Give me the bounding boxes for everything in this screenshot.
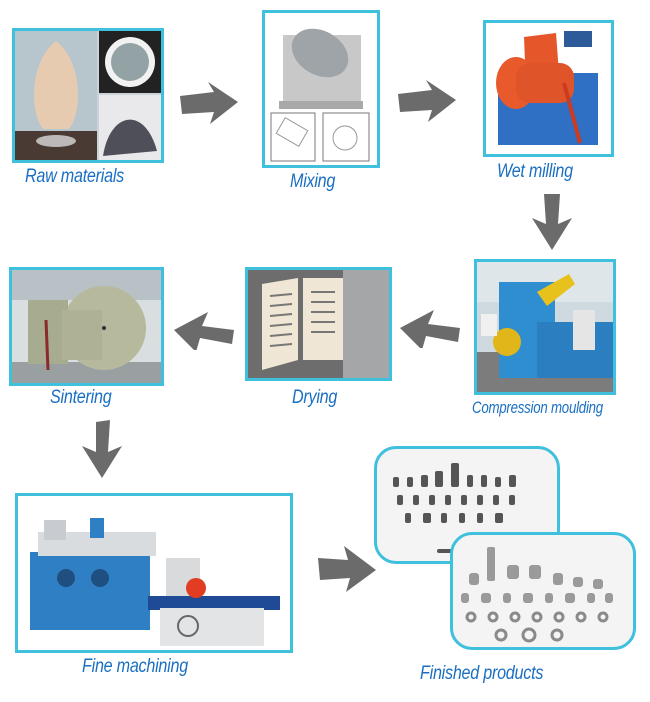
fine-machining-image [15,493,293,653]
arrow-down-icon [80,420,124,478]
mixing-image [262,10,380,168]
fine-machining-label: Fine machining [82,656,188,677]
compression-moulding-image [474,259,616,395]
arrow-right-icon [318,546,376,592]
finished-products-label: Finished products [420,663,544,684]
raw-materials-label: Raw materials [25,166,124,187]
sintering-label: Sintering [50,387,112,408]
compression-moulding-label: Compression moulding [472,398,603,417]
arrow-left-icon [174,304,234,350]
raw-materials-image [12,28,164,163]
finished-products-image-2 [450,532,636,650]
drying-label: Drying [292,387,338,408]
wet-milling-label: Wet milling [497,161,573,182]
drying-image [245,267,392,381]
arrow-left-icon [400,302,460,348]
wet-milling-image [483,20,614,157]
sintering-image [9,267,164,386]
arrow-right-icon [398,80,458,122]
arrow-down-icon [530,192,574,250]
arrow-right-icon [180,82,240,124]
mixing-label: Mixing [290,171,336,192]
